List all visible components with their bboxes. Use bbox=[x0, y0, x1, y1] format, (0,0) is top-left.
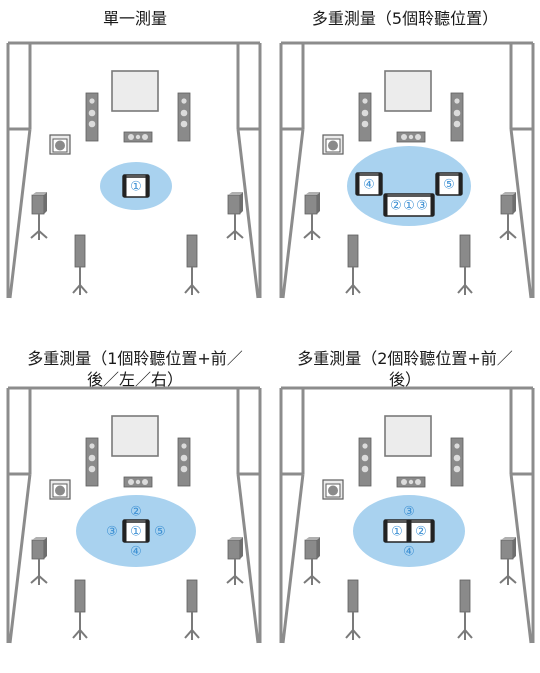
panel-3-title: 多重測量（1個聆聽位置+前／ 後／左／右） bbox=[27, 349, 243, 389]
front-left-speaker-icon bbox=[358, 437, 372, 487]
position-label-5: ③ bbox=[416, 199, 428, 214]
front-left-speaker-icon bbox=[358, 92, 372, 142]
front-left-speaker-icon bbox=[85, 437, 99, 487]
front-right-speaker-icon bbox=[450, 437, 464, 487]
surround-right-speaker-icon bbox=[226, 191, 244, 241]
center-speaker-icon bbox=[396, 131, 426, 143]
front-right-speaker-icon bbox=[450, 92, 464, 142]
rear-right-speaker-icon bbox=[184, 579, 200, 641]
room-outline bbox=[279, 41, 535, 299]
surround-left-speaker-icon bbox=[30, 191, 48, 241]
position-label-1: ④ bbox=[363, 178, 375, 193]
position-label-1: ① bbox=[130, 180, 142, 195]
position-label-4: ⑤ bbox=[154, 525, 166, 540]
tv-screen bbox=[384, 415, 432, 457]
center-speaker-icon bbox=[123, 131, 153, 143]
rear-right-speaker-icon bbox=[457, 579, 473, 641]
room-panel-1: ① bbox=[6, 41, 262, 299]
rear-left-speaker-icon bbox=[72, 234, 88, 296]
center-speaker-icon bbox=[123, 476, 153, 488]
position-label-3: ② bbox=[390, 199, 402, 214]
room-outline bbox=[279, 386, 535, 644]
position-label-2: ⑤ bbox=[443, 178, 455, 193]
subwoofer-icon bbox=[322, 479, 344, 500]
position-label-3: ② bbox=[415, 525, 427, 540]
surround-right-speaker-icon bbox=[499, 191, 517, 241]
surround-left-speaker-icon bbox=[303, 191, 321, 241]
tv-screen bbox=[111, 70, 159, 112]
center-speaker-icon bbox=[396, 476, 426, 488]
panel-4-title: 多重測量（2個聆聽位置+前／ 後） bbox=[297, 349, 513, 389]
subwoofer-icon bbox=[49, 479, 71, 500]
surround-left-speaker-icon bbox=[30, 536, 48, 586]
position-label-2: ③ bbox=[106, 525, 118, 540]
subwoofer-icon bbox=[49, 134, 71, 155]
room-outline bbox=[6, 41, 262, 299]
position-label-1: ③ bbox=[403, 505, 415, 520]
position-label-4: ④ bbox=[403, 545, 415, 560]
surround-right-speaker-icon bbox=[226, 536, 244, 586]
position-label-3: ① bbox=[130, 525, 142, 540]
position-label-5: ④ bbox=[130, 545, 142, 560]
front-right-speaker-icon bbox=[177, 437, 191, 487]
position-label-1: ② bbox=[130, 505, 142, 520]
surround-left-speaker-icon bbox=[303, 536, 321, 586]
rear-right-speaker-icon bbox=[457, 234, 473, 296]
listening-zone bbox=[347, 146, 471, 226]
panel-1-title: 單一測量 bbox=[102, 9, 167, 28]
tv-screen bbox=[384, 70, 432, 112]
subwoofer-icon bbox=[322, 134, 344, 155]
rear-left-speaker-icon bbox=[72, 579, 88, 641]
panel-2-title: 多重測量（5個聆聽位置） bbox=[311, 9, 499, 28]
tv-screen bbox=[111, 415, 159, 457]
rear-right-speaker-icon bbox=[184, 234, 200, 296]
rear-left-speaker-icon bbox=[345, 579, 361, 641]
room-outline bbox=[6, 386, 262, 644]
front-right-speaker-icon bbox=[177, 92, 191, 142]
surround-right-speaker-icon bbox=[499, 536, 517, 586]
position-label-4: ① bbox=[403, 199, 415, 214]
front-left-speaker-icon bbox=[85, 92, 99, 142]
position-label-2: ① bbox=[391, 525, 403, 540]
listening-seat-icon bbox=[383, 193, 435, 217]
rear-left-speaker-icon bbox=[345, 234, 361, 296]
